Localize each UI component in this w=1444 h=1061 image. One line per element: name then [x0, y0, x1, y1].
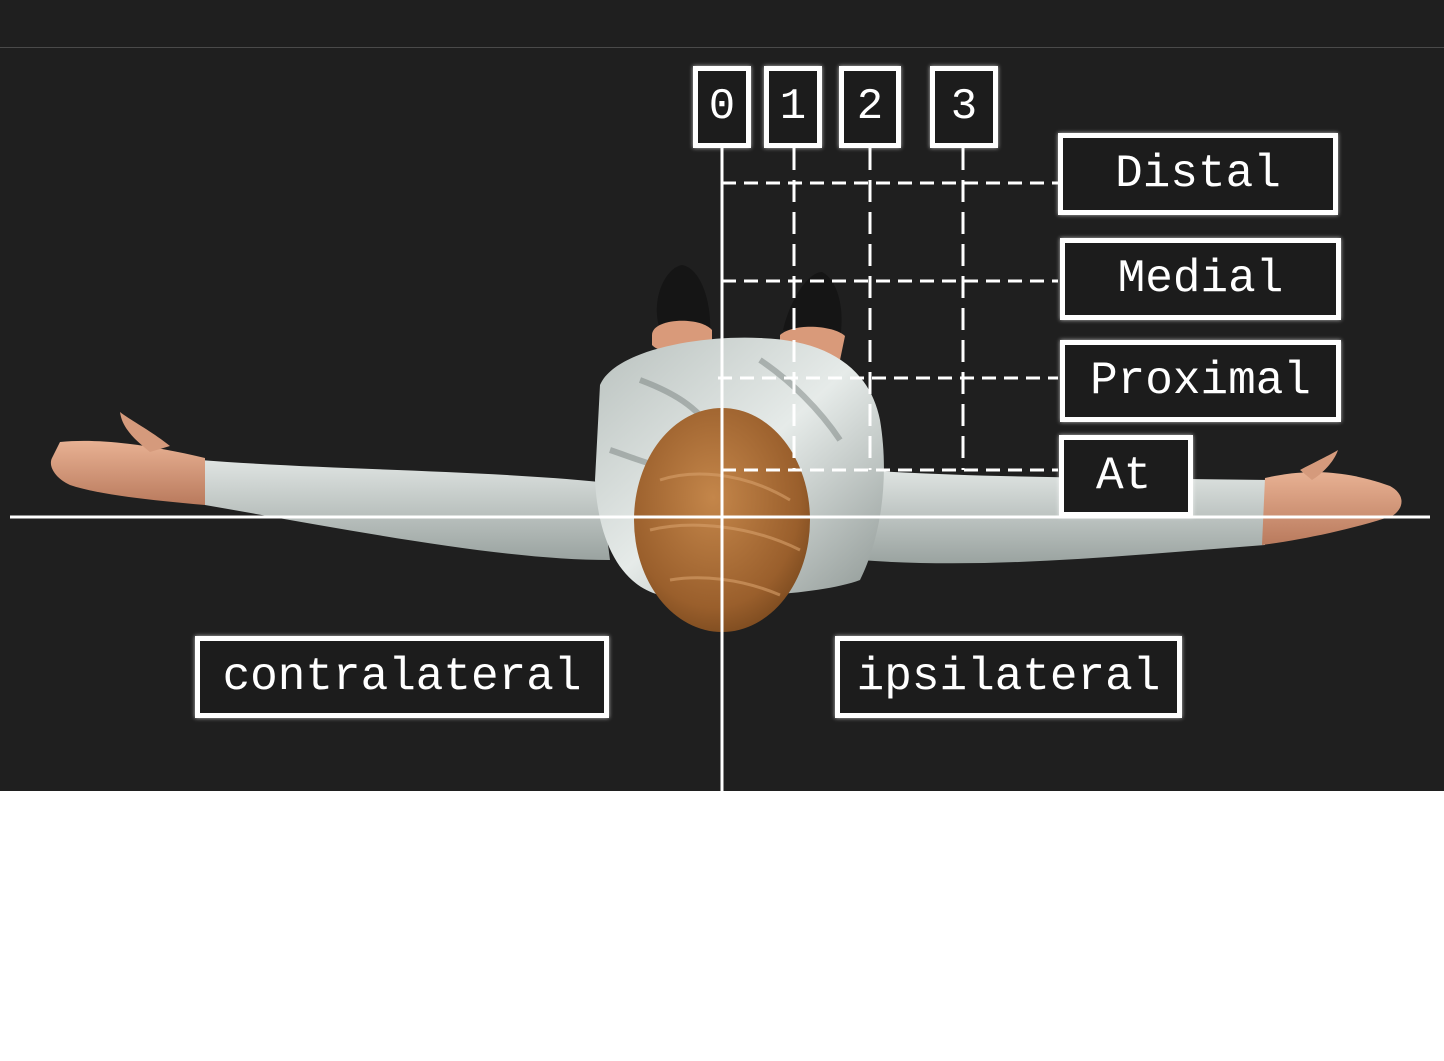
blank-area — [0, 791, 1444, 1061]
distal-label: Distal — [1058, 133, 1338, 215]
medial-label: Medial — [1060, 238, 1341, 320]
level-guide-lines — [792, 148, 965, 470]
top-bar — [0, 0, 1444, 48]
feet — [652, 265, 845, 363]
proximal-label: Proximal — [1060, 340, 1341, 422]
ipsilateral-label: ipsilateral — [835, 636, 1182, 718]
diagram-stage: 0 1 2 3 Distal Medial Proximal At contra… — [0, 0, 1444, 791]
at-label: At — [1059, 435, 1193, 517]
level-1-label: 1 — [764, 66, 822, 148]
depth-guide-lines — [718, 181, 1058, 472]
level-2-label: 2 — [839, 66, 901, 148]
level-0-label: 0 — [693, 66, 751, 148]
level-3-label: 3 — [930, 66, 998, 148]
left-arm — [50, 412, 610, 560]
contralateral-label: contralateral — [195, 636, 609, 718]
